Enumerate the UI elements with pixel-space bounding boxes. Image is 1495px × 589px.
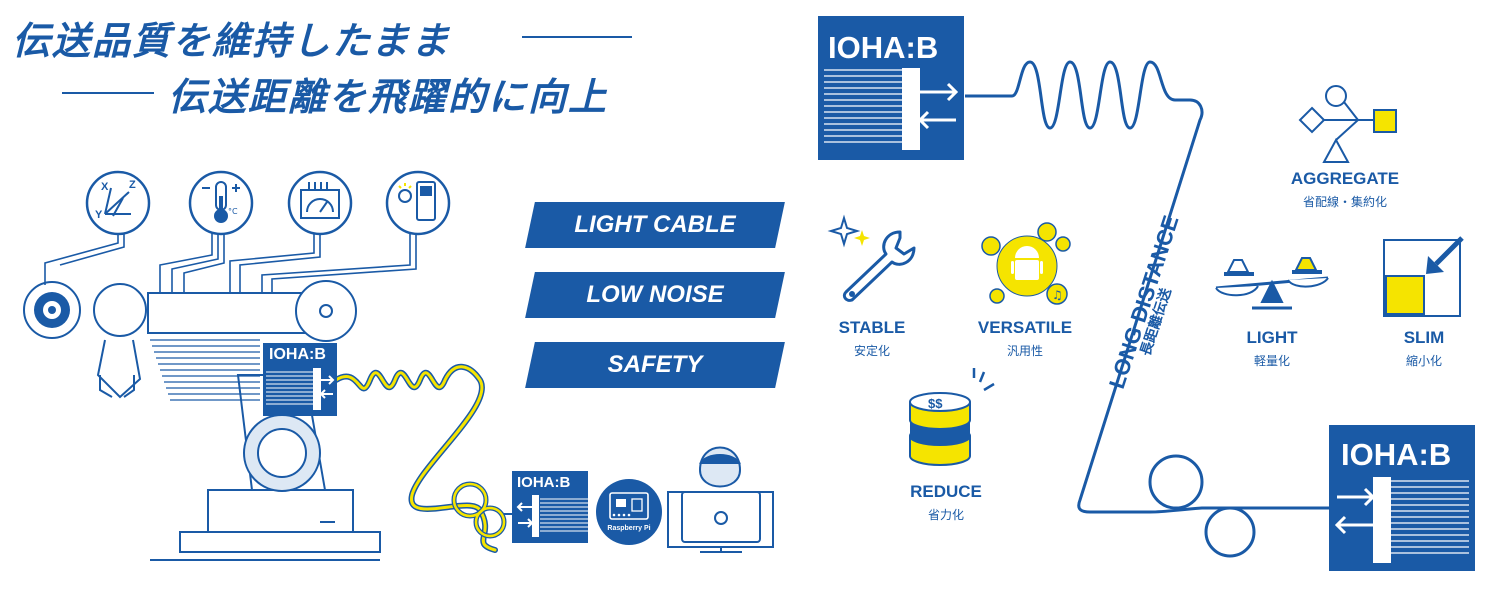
- benefit-slim-label: SLIM: [1403, 328, 1445, 347]
- ioha-module-bottom: IOHA:B: [512, 471, 588, 543]
- ioha-box-top: IOHA:B: [818, 16, 964, 160]
- benefit-versatile-label: VERSATILE: [977, 318, 1073, 337]
- robot-arm-illustration: [23, 205, 498, 561]
- ioha-module-robot: IOHA:B: [263, 343, 337, 416]
- bottom-cable: [451, 481, 514, 539]
- headline-line-2: 伝送距離を飛躍的に向上: [168, 75, 609, 119]
- axis-letter-x: X: [101, 181, 109, 193]
- person-laptop-illustration: [667, 446, 774, 553]
- benefit-reduce-jp: 省力化: [927, 508, 964, 522]
- balance-scale-icon: [1215, 257, 1329, 310]
- light-meter-icon: [385, 170, 451, 236]
- benefit-stable-jp: 安定化: [853, 344, 890, 358]
- benefit-light-label: LIGHT: [1246, 328, 1298, 347]
- wrench-sparkle-icon: [827, 214, 916, 302]
- axis-letter-z: Z: [129, 179, 136, 191]
- ioha-box-bottom: IOHA:B: [1329, 425, 1475, 571]
- android-apps-icon: ♫: [981, 222, 1071, 305]
- headline-line-1: 伝送品質を維持したまま: [12, 19, 451, 63]
- axis-letter-y: Y: [95, 209, 103, 221]
- thermometer-unit: °C: [228, 207, 238, 216]
- ioha-box-bottom-label: IOHA:B: [1341, 437, 1452, 472]
- benefit-slim-jp: 縮小化: [1405, 354, 1442, 368]
- benefit-reduce-label: REDUCE: [910, 482, 982, 501]
- coin-dollar-text: $$: [928, 396, 943, 411]
- svg-text:♫: ♫: [1052, 288, 1063, 302]
- raspberry-pi-badge: Raspberry Pi: [596, 479, 662, 545]
- slim-shrink-icon: [1383, 236, 1464, 317]
- xyz-axis-icon: X Z Y: [85, 170, 151, 236]
- headline-rule-1: [522, 36, 632, 38]
- benefit-aggregate-jp: 省配線・集約化: [1302, 195, 1387, 209]
- raspberry-pi-label: Raspberry Pi: [607, 525, 651, 532]
- ioha-module-robot-label: IOHA:B: [269, 346, 326, 363]
- benefit-versatile-jp: 汎用性: [1006, 344, 1043, 358]
- gauge-icon: [287, 170, 353, 236]
- benefit-light-jp: 軽量化: [1253, 354, 1290, 368]
- thermometer-icon: °C: [188, 170, 254, 236]
- ioha-module-bottom-label: IOHA:B: [517, 474, 571, 491]
- aggregate-shapes-icon: [1298, 85, 1397, 163]
- benefit-stable-label: STABLE: [838, 318, 906, 337]
- headline-rule-2: [62, 92, 154, 94]
- coin-stack-icon: $$: [909, 368, 995, 466]
- ioha-box-top-label: IOHA:B: [828, 30, 939, 65]
- benefit-aggregate-label: AGGREGATE: [1290, 169, 1400, 188]
